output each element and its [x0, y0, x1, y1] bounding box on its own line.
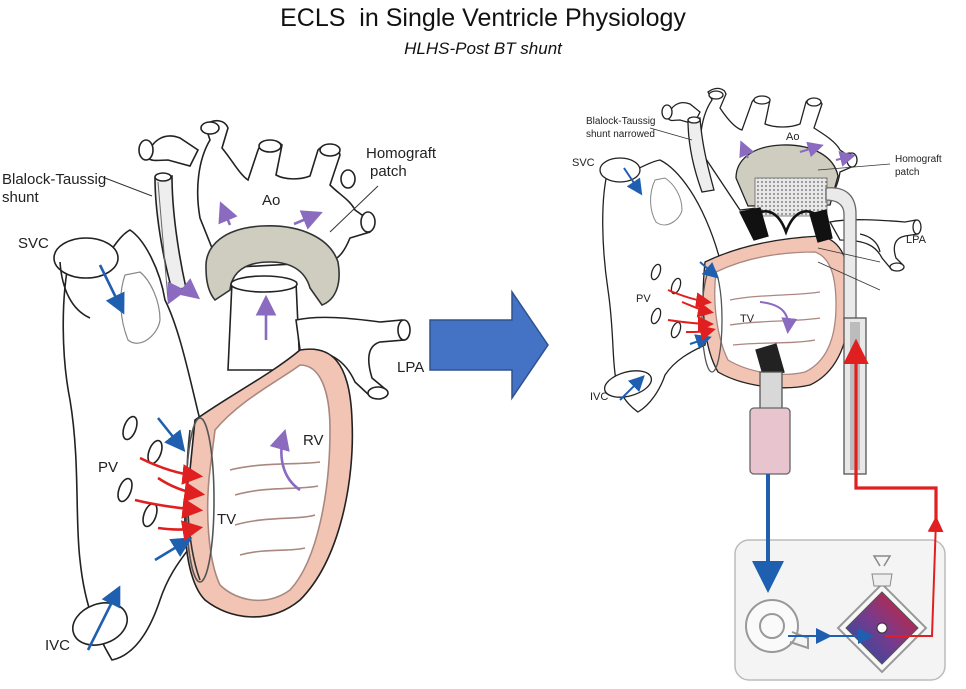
ecmo-pump: [745, 599, 809, 653]
right-label-bt-shunt-line1: Blalock-Taussig: [586, 116, 655, 127]
transition-arrow: [429, 289, 549, 401]
left-label-rv: RV: [303, 432, 324, 449]
left-label-ao: Ao: [262, 192, 280, 209]
left-label-homograft-line2: patch: [370, 163, 407, 180]
left-label-svc: SVC: [18, 235, 49, 252]
left-label-lpa: LPA: [397, 359, 424, 376]
right-label-ao: Ao: [786, 131, 799, 143]
right-heart-diagram: [599, 87, 922, 475]
right-label-pv: PV: [636, 293, 651, 305]
left-homograft-patch: [205, 225, 340, 306]
right-bt-shunt-graft: [687, 116, 715, 193]
left-lpa-vessel: [295, 316, 411, 400]
left-leader-lines: [104, 177, 379, 233]
right-shunt-clamps: [739, 207, 833, 243]
page-subtitle: HLHS-Post BT shunt: [404, 39, 562, 58]
right-label-homograft-line1: Homograft: [895, 154, 942, 165]
left-label-pv: PV: [98, 459, 118, 476]
left-label-ivc: IVC: [45, 637, 70, 654]
right-svc-opening: [599, 157, 641, 183]
right-label-bt-shunt-line2: shunt narrowed: [586, 129, 655, 140]
left-label-bt-shunt-line1: Blalock-Taussig: [2, 171, 106, 188]
right-pulmonary-veins: [650, 263, 682, 339]
ecmo-oxygenator: [836, 555, 928, 674]
left-pulmonary-stump: [227, 281, 301, 371]
left-label-homograft-line1: Homograft: [366, 145, 437, 162]
ecmo-circuit: [734, 338, 946, 681]
left-heart-diagram: [53, 119, 411, 661]
left-label-tv: TV: [217, 511, 236, 528]
right-label-lpa: LPA: [906, 234, 927, 246]
left-flow-arrows: [86, 201, 323, 651]
right-leader-lines: [649, 127, 891, 291]
right-label-svc: SVC: [572, 157, 595, 169]
right-label-homograft-line2: patch: [895, 167, 919, 178]
page-title: ECLS in Single Ventricle Physiology: [280, 4, 686, 32]
right-flow-arrows: [619, 140, 856, 401]
right-label-tv: TV: [740, 313, 755, 325]
left-svc-opening: [53, 237, 119, 279]
right-label-ivc: IVC: [590, 391, 608, 403]
right-atrium-body: [602, 159, 721, 413]
left-pulmonary-veins: [117, 415, 163, 528]
left-label-bt-shunt-line2: shunt: [2, 189, 40, 206]
